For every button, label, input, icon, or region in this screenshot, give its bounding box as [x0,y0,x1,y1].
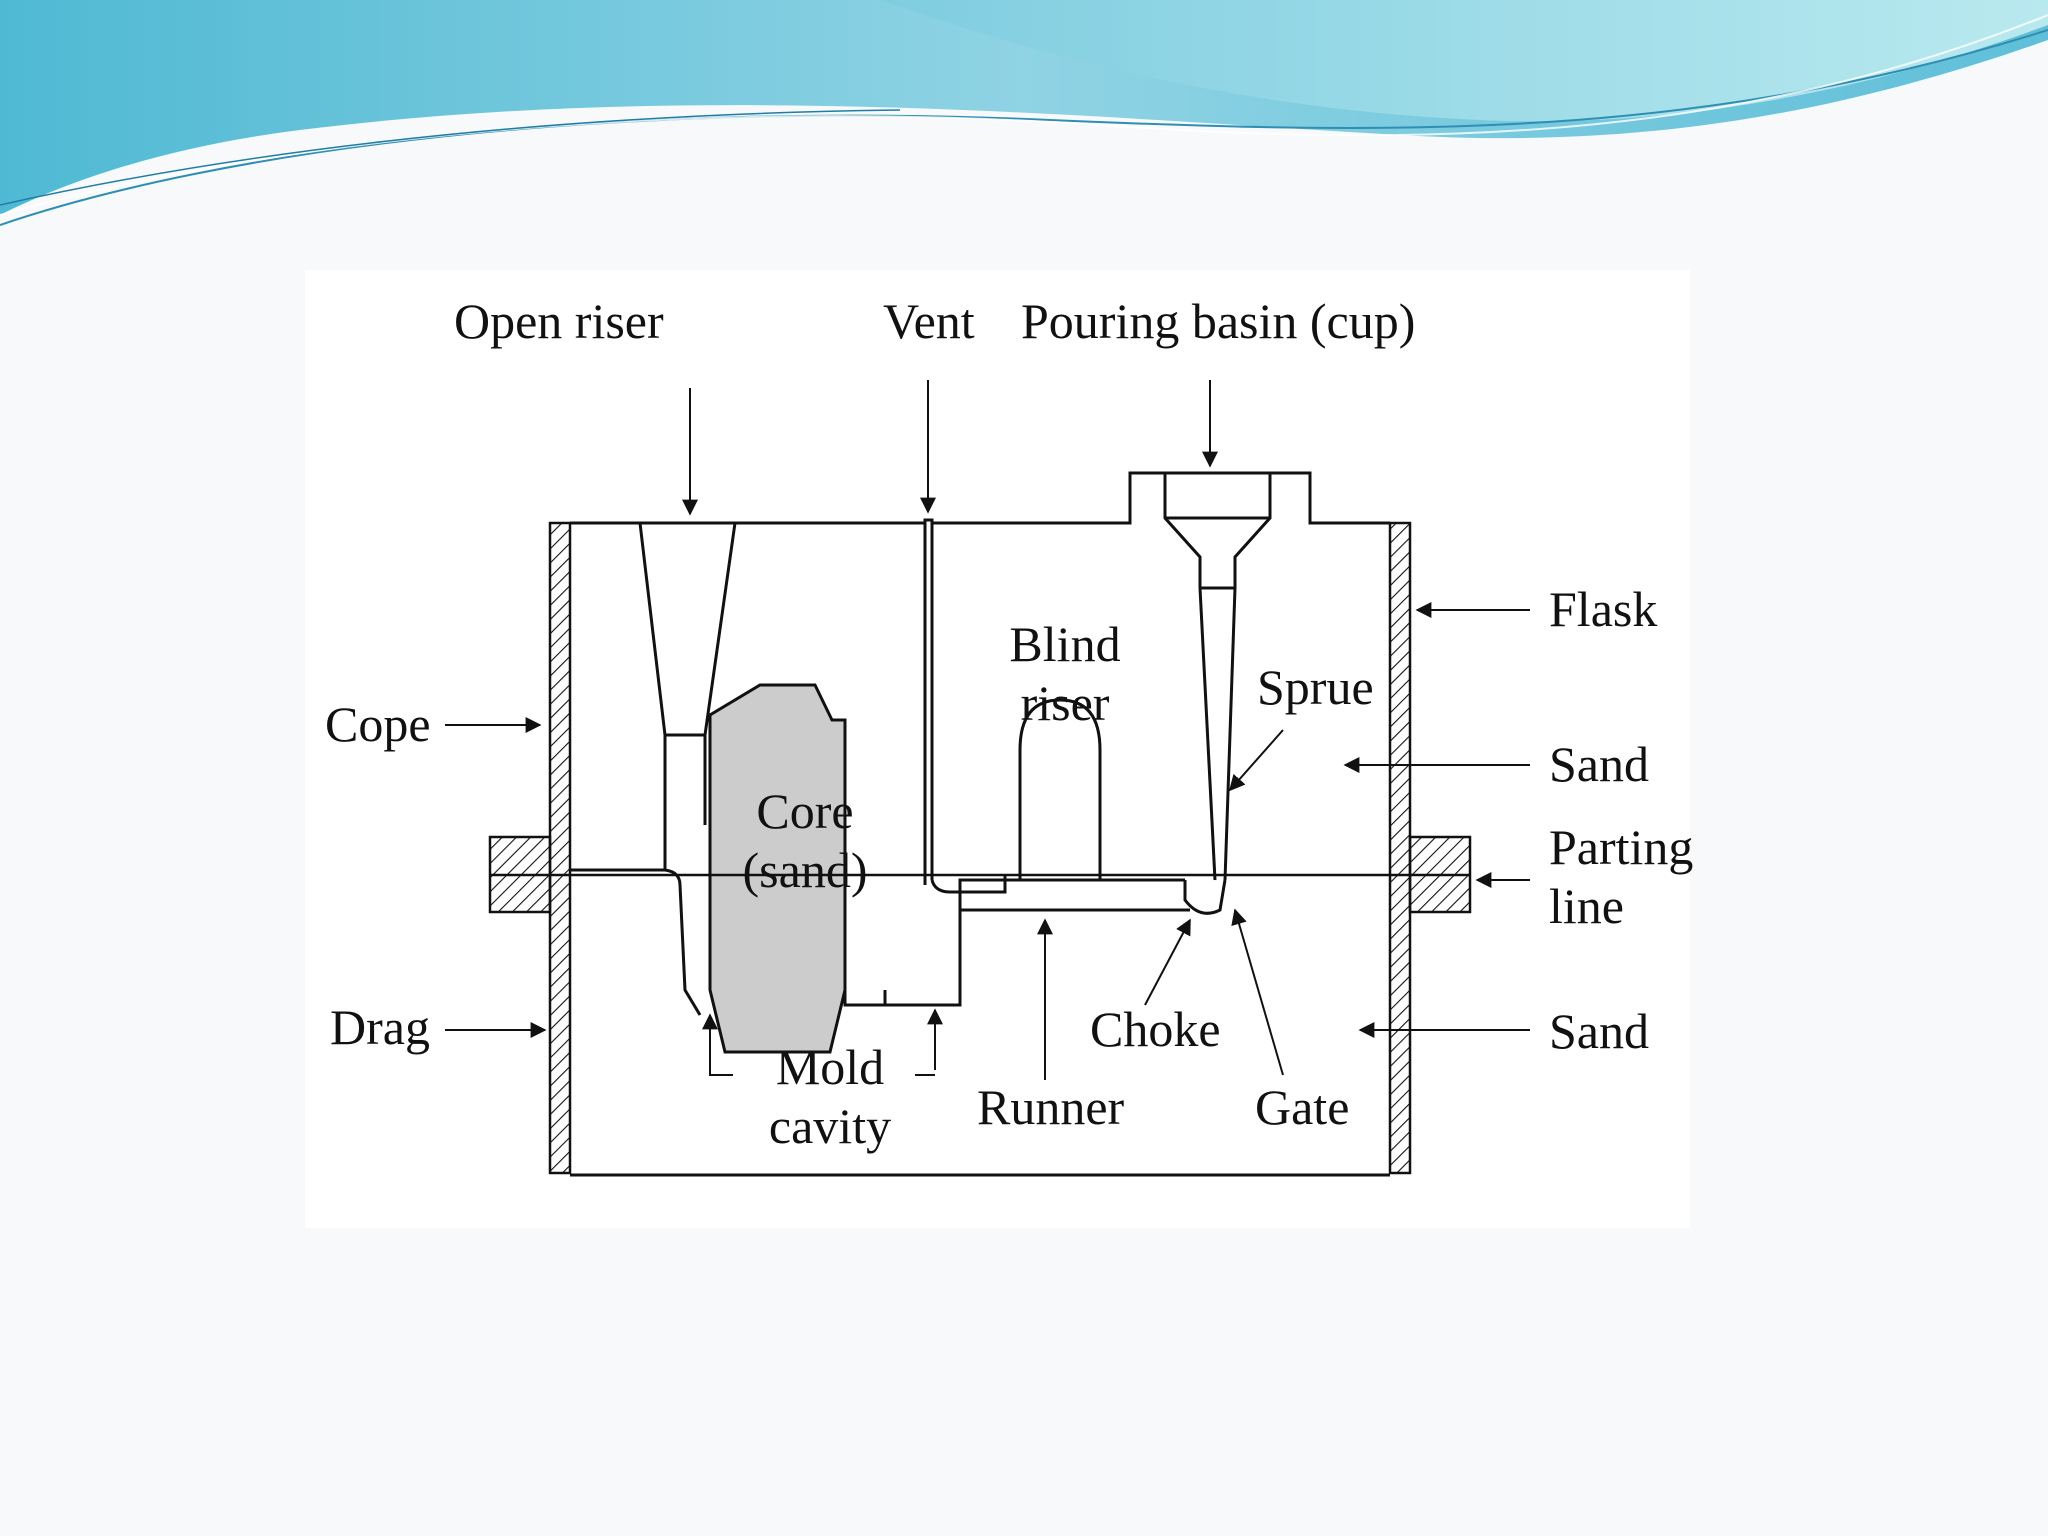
pouring-basin [1163,473,1272,588]
label-mold-cavity: Mold cavity [768,1039,892,1154]
label-gate: Gate [1255,1079,1350,1135]
label-sand-lower: Sand [1549,1003,1649,1059]
label-vent: Vent [883,293,975,349]
label-pouring-basin: Pouring basin (cup) [1021,293,1416,349]
label-open-riser: Open riser [454,293,664,349]
flask-walls [488,521,1472,1175]
mold-cavity-bracket [702,1013,935,1076]
label-sand-upper: Sand [1549,736,1649,792]
label-blind-riser: Blind riser [1009,616,1121,731]
label-parting-line: Parting line [1549,819,1694,934]
vent [923,523,1007,894]
core [708,683,847,1054]
label-cope: Cope [325,696,431,752]
label-sprue: Sprue [1257,659,1374,715]
diagram-drawing [445,380,1530,1177]
label-core: Core (sand) [742,783,868,898]
label-flask: Flask [1549,581,1658,637]
header-wave-decoration [0,0,2048,226]
label-drag: Drag [330,999,430,1055]
label-runner: Runner [977,1079,1125,1135]
cope-top-line [570,471,1390,525]
label-choke: Choke [1090,1001,1221,1057]
sand-mold-diagram: Open riser Vent Pouring basin (cup) Flas… [305,270,1694,1228]
open-riser [638,522,737,870]
sprue [1183,586,1237,915]
blind-riser [1018,698,1102,880]
runner [960,878,1190,912]
leader-arrows [445,380,1530,1080]
